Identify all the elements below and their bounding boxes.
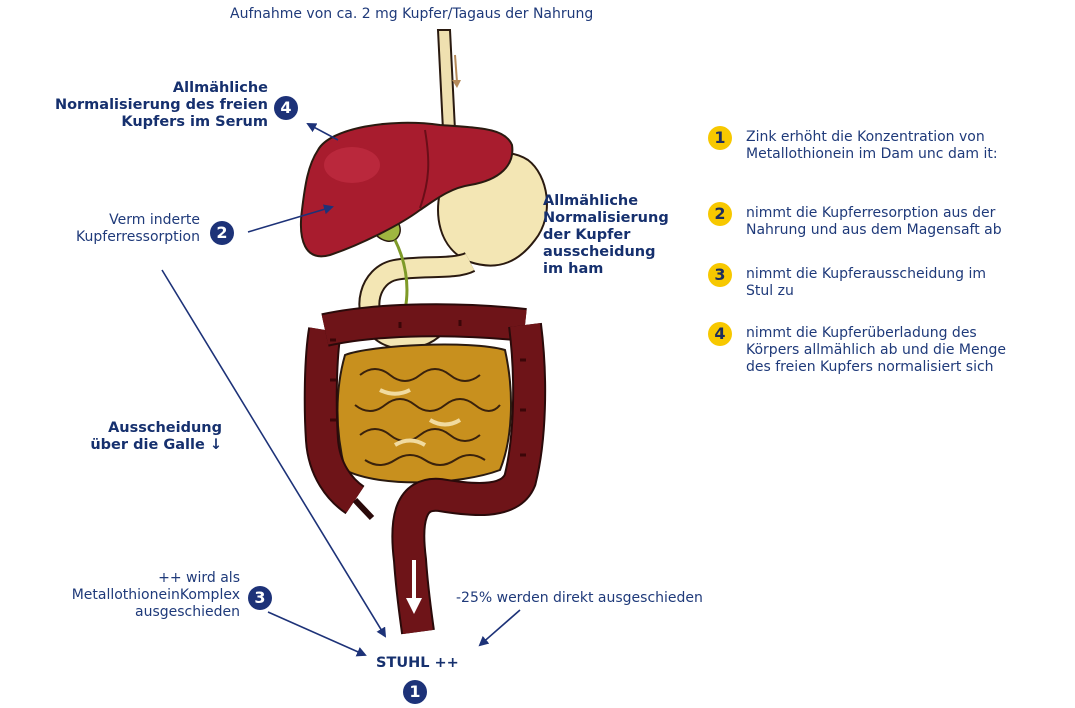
label-line: Kupfers im Serum (0, 114, 268, 131)
arrow-icon (308, 124, 338, 140)
reduced-resorption-label: Verm inderte Kupferressorption (20, 212, 200, 246)
legend-badge-4: 4 (708, 322, 732, 346)
label-line: der Kupfer (543, 227, 703, 244)
legend-badge-2: 2 (708, 202, 732, 226)
normalization-excretion-label: Allmähliche Normalisierung der Kupfer au… (543, 193, 703, 278)
label-line: im ham (543, 261, 703, 278)
normalization-serum-label: Allmähliche Normalisierung des freien Ku… (0, 80, 268, 131)
legend-line: nimmt die Kupferausscheidung im (746, 266, 1066, 283)
legend-badge-3: 3 (708, 263, 732, 287)
number-2-badge: 2 (210, 221, 234, 245)
number-1-badge: 1 (403, 680, 427, 704)
label-line: Normalisierung des freien (0, 97, 268, 114)
label-line: MetallothioneinKomplex (0, 587, 240, 604)
legend-line: nimmt die Kupferüberladung des (746, 325, 1071, 342)
label-line: Verm inderte (20, 212, 200, 229)
legend-line: Zink erhöht die Konzentration von (746, 129, 1066, 146)
arrow-icon (268, 612, 365, 655)
legend-line: Metallothionein im Dam unc dam it: (746, 146, 1066, 163)
label-line: Normalisierung (543, 210, 703, 227)
label-line: ausgeschieden (0, 604, 240, 621)
arrow-icon (480, 610, 520, 645)
legend-badge-1: 1 (708, 126, 732, 150)
legend-item-2: nimmt die Kupferresorption aus der Nahru… (746, 205, 1066, 239)
legend-line: Stul zu (746, 283, 1066, 300)
legend-item-3: nimmt die Kupferausscheidung im Stul zu (746, 266, 1066, 300)
stool-label: STUHL ++ (376, 655, 486, 672)
bile-excretion-label: Ausscheidung über die Galle ↓ (40, 420, 222, 454)
number-3-badge: 3 (248, 586, 272, 610)
label-line: Allmähliche (543, 193, 703, 210)
legend-item-4: nimmt die Kupferüberladung des Körpers a… (746, 325, 1071, 376)
direct-excretion-label: -25% werden direkt ausgeschieden (456, 590, 776, 607)
number-4-badge: 4 (274, 96, 298, 120)
label-line: ++ wird als (0, 570, 240, 587)
intake-label: Aufnahme von ca. 2 mg Kupfer/Tagaus der … (230, 6, 690, 23)
legend-line: Körpers allmählich ab und die Menge (746, 342, 1071, 359)
label-line: über die Galle ↓ (40, 437, 222, 454)
label-line: ausscheidung (543, 244, 703, 261)
legend-line: Nahrung und aus dem Magensaft ab (746, 222, 1066, 239)
small-intestine (338, 345, 512, 483)
legend-line: des freien Kupfers normalisiert sich (746, 359, 1071, 376)
down-arrow-icon (455, 55, 457, 82)
label-line: Allmähliche (0, 80, 268, 97)
label-line: Ausscheidung (40, 420, 222, 437)
legend-line: nimmt die Kupferresorption aus der (746, 205, 1066, 222)
label-line: Kupferressorption (20, 229, 200, 246)
legend-item-1: Zink erhöht die Konzentration von Metall… (746, 129, 1066, 163)
metallothionein-complex-label: ++ wird als MetallothioneinKomplex ausge… (0, 570, 240, 621)
